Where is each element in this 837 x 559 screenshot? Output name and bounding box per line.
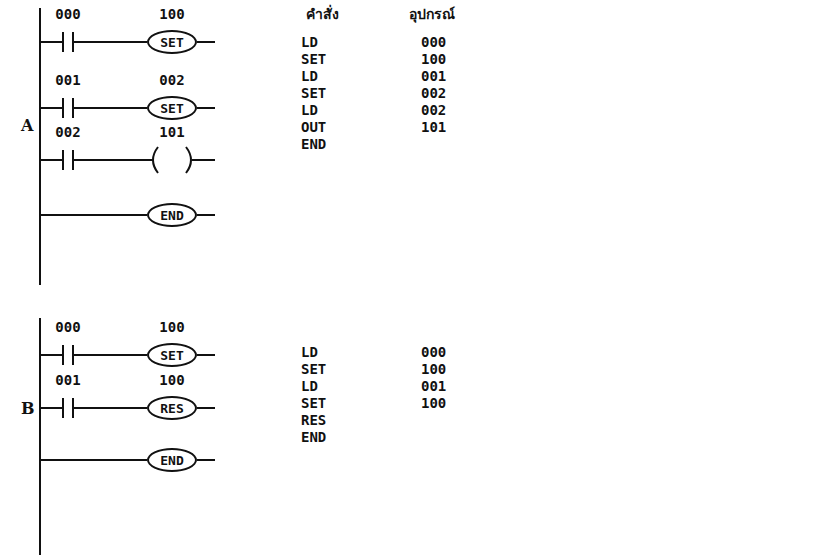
- device-address: 101: [158, 124, 185, 140]
- operand: 001: [420, 378, 447, 394]
- operand: 002: [420, 102, 447, 118]
- column-header: คำสั่ง: [305, 3, 340, 25]
- instruction: LD: [300, 102, 319, 118]
- operand: 100: [420, 395, 447, 411]
- device-address: 001: [54, 72, 81, 88]
- instruction: SET: [300, 361, 327, 377]
- instruction: SET: [300, 85, 327, 101]
- instruction: SET: [300, 51, 327, 67]
- coil-ellipse: END: [147, 448, 197, 472]
- coil-ellipse: RES: [147, 396, 197, 420]
- device-address: 100: [158, 319, 185, 335]
- coil-label: SET: [160, 101, 183, 116]
- instruction: LD: [300, 34, 319, 50]
- operand: 100: [420, 361, 447, 377]
- instruction: LD: [300, 378, 319, 394]
- operand: 000: [420, 34, 447, 50]
- instruction: OUT: [300, 119, 327, 135]
- column-header: อุปกรณ์: [408, 3, 456, 25]
- instruction: SET: [300, 395, 327, 411]
- coil-label: SET: [160, 348, 183, 363]
- coil-label: RES: [160, 401, 183, 416]
- operand: 002: [420, 85, 447, 101]
- operand: 101: [420, 119, 447, 135]
- instruction: END: [300, 136, 327, 152]
- device-address: 001: [54, 372, 81, 388]
- coil-label: END: [160, 453, 183, 468]
- coil-ellipse: END: [147, 203, 197, 227]
- coil-ellipse: SET: [147, 96, 197, 120]
- operand: 001: [420, 68, 447, 84]
- device-address: 000: [54, 6, 81, 22]
- coil-ellipse: SET: [147, 30, 197, 54]
- operand: 000: [420, 344, 447, 360]
- rung-group-letter: B: [20, 399, 36, 418]
- coil-label: END: [160, 208, 183, 223]
- coil-label: SET: [160, 35, 183, 50]
- device-address: 100: [158, 6, 185, 22]
- rung-group-letter: A: [20, 116, 34, 135]
- operand: 100: [420, 51, 447, 67]
- instruction: END: [300, 429, 327, 445]
- device-address: 002: [54, 124, 81, 140]
- instruction: LD: [300, 68, 319, 84]
- coil-ellipse: SET: [147, 343, 197, 367]
- device-address: 100: [158, 372, 185, 388]
- instruction: LD: [300, 344, 319, 360]
- device-address: 002: [158, 72, 185, 88]
- device-address: 000: [54, 319, 81, 335]
- instruction: RES: [300, 412, 327, 428]
